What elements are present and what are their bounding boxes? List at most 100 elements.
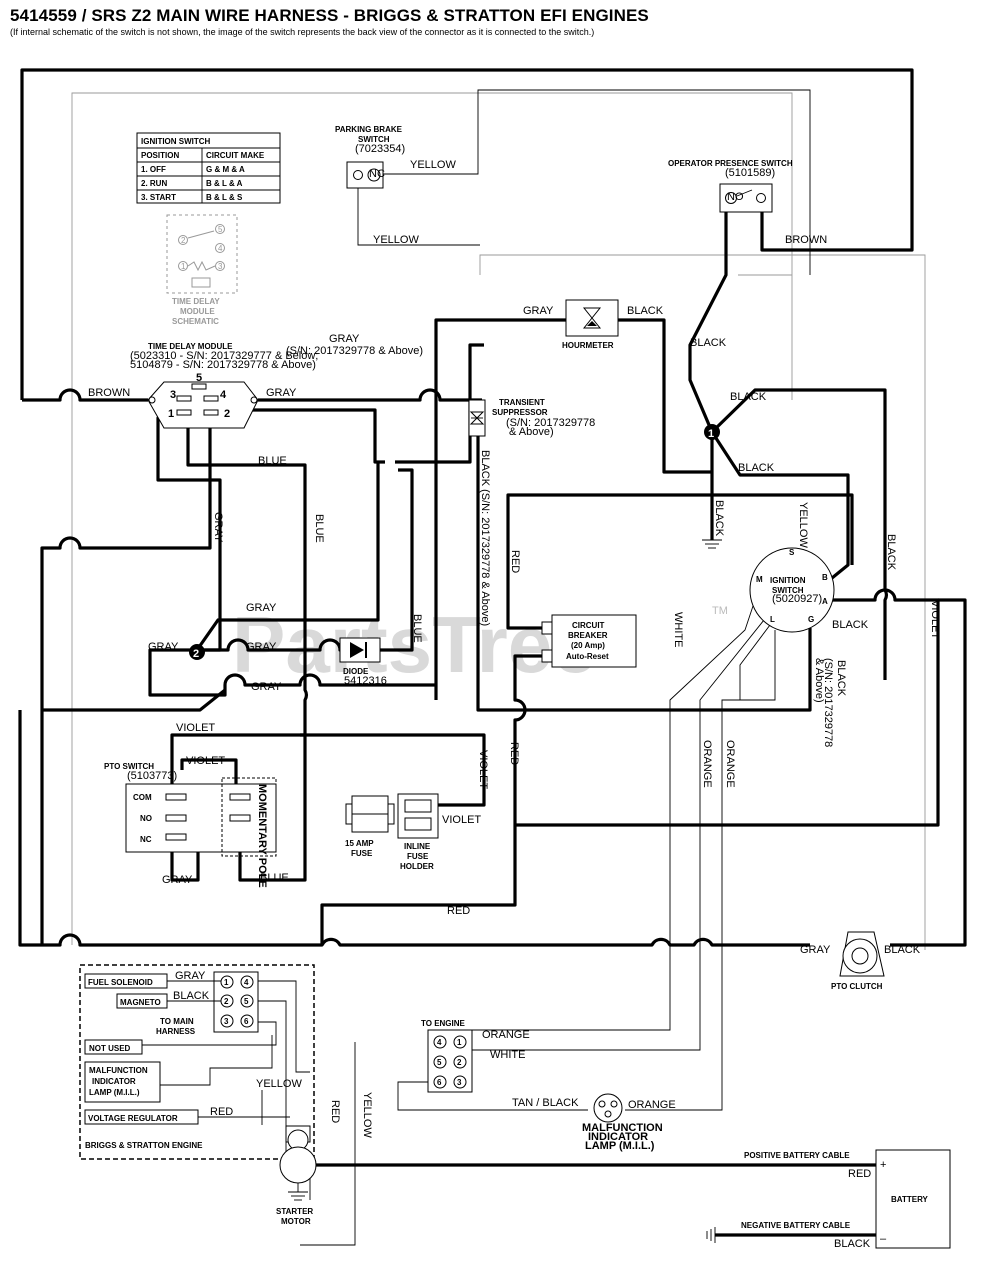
pto-nc: NC [140,835,152,844]
wire-label-gray-eng: GRAY [175,970,206,982]
tdm-pin-4-label: 4 [220,389,227,401]
ignition-terminal-l: L [770,615,775,624]
ignition-terminal-s: S [789,548,795,557]
to-engine-pin-5: 5 [437,1058,442,1067]
circuit-breaker: CIRCUIT BREAKER (20 Amp) Auto-Reset [541,614,637,668]
ignition-terminal-a: A [822,597,828,606]
engine-pin-3: 3 [224,1017,229,1026]
hourmeter-label: HOURMETER [562,341,614,350]
wire-label-gray-sn: (S/N: 2017329778 & Above) [286,345,423,357]
mil-label1: MALFUNCTION [89,1066,148,1075]
fuse-holder1: INLINE [404,842,431,851]
wire-label-black-g2: BLACK [835,660,847,697]
ignition-terminal-m: M [756,575,763,584]
wire-label-blue-pto: BLUE [260,872,289,884]
magneto-label: MAGNETO [120,998,161,1007]
wire-label-brown-op: BROWN [785,234,827,246]
wire-label-gray-tdm: GRAY [266,387,297,399]
battery: + – BATTERY POSITIVE BATTERY CABLE NEGAT… [706,1149,951,1249]
to-main-label1: TO MAIN [160,1017,194,1026]
wire-label-blue3: BLUE [411,614,423,643]
fuse-amp2: FUSE [351,849,373,858]
fuse-holder3: HOLDER [400,862,434,871]
wire-label-black-x1: BLACK [730,391,767,403]
engine-pin-6: 6 [244,1017,249,1026]
page-title: 5414559 / SRS Z2 MAIN WIRE HARNESS - BRI… [10,6,649,25]
mil-lamp: MALFUNCTION INDICATOR LAMP (M.I.L.) [582,1093,663,1152]
wire-label-yellow-pb: YELLOW [410,159,456,171]
ignition-switch-line2: SWITCH [772,586,804,595]
battery-label: BATTERY [891,1195,929,1204]
to-engine-pin-4: 4 [437,1038,442,1047]
watermark-tm: TM [712,605,728,617]
tdm-part1: (5023310 - S/N: 2017329777 & Below; [130,350,318,362]
to-engine-pin-2: 2 [457,1058,462,1067]
parking-brake-label2: SWITCH [358,135,390,144]
wire-label-black-op: BLACK [690,337,727,349]
wire-label-yellow-pb2: YELLOW [373,234,419,246]
wire-label-violet-pto2: VIOLET [186,755,225,767]
ignition-switch-part: (5020927) [772,593,822,605]
wire-label-orange2: ORANGE [724,740,736,788]
tdm-pin-2-label: 2 [224,408,230,420]
page-subtitle: (If internal schematic of the switch is … [10,27,595,37]
tdm-pin-1-label: 1 [168,408,174,420]
to-engine-connector: 4 1 5 2 6 3 TO ENGINE [421,1019,473,1093]
ignition-terminal-g: G [808,615,814,624]
positive-cable-label: POSITIVE BATTERY CABLE [744,1151,850,1160]
wire-label-black-g: BLACK [832,619,869,631]
ignition-table-row-off-circuit: G & M & A [206,165,245,174]
watermark: PartsTree [232,600,597,689]
engine-pin-2: 2 [224,997,229,1006]
tdm-label: TIME DELAY MODULE [148,342,233,351]
pto-com: COM [133,793,152,802]
breaker-line1: CIRCUIT [572,621,605,630]
wire-label-yellow-eng: YELLOW [256,1078,302,1090]
time-delay-module: 5 3 4 1 2 TIME DELAY MODULE (5023310 - S… [130,342,318,429]
tdm-pin-2: 2 [181,236,186,245]
wire-label-gray-clutch: GRAY [800,944,831,956]
splice-nodes: 1 2 [189,424,720,660]
wire-label-black-g-sn2: & Above) [813,658,825,703]
wire-label-gray-s2c: GRAY [246,641,277,653]
fuse-holder2: FUSE [407,852,429,861]
thin-wires [142,89,811,1246]
mil-lamp-line3: LAMP (M.I.L.) [585,1140,655,1152]
tdm-pin-5-label: 5 [196,372,202,384]
wire-label-gray-top: GRAY [329,333,360,345]
tdm-schematic: 2 5 4 1 3 TIME DELAY MODULE SCHEMATIC [166,214,238,326]
wire-labels: YELLOW YELLOW BROWN BROWN GRAY GRAY (S/N… [88,159,941,1250]
wire-label-black-gnd: BLACK [713,500,725,537]
fuse-amp1: 15 AMP [345,839,374,848]
ignition-table-row-run-circuit: B & L & A [206,179,243,188]
negative-cable-label: NEGATIVE BATTERY CABLE [741,1221,851,1230]
wire-label-red-vr: RED [210,1106,233,1118]
ignition-table-col-position: POSITION [141,151,179,160]
transient-suppressor: TRANSIENT SUPPRESSOR (S/N: 2017329778 & … [468,398,595,438]
wire-label-red-batt: RED [848,1168,871,1180]
operator-presence-label: OPERATOR PRESENCE SWITCH [668,159,793,168]
ignition-table-row-off: 1. OFF [141,165,166,174]
pto-no: NO [140,814,152,823]
to-engine-label: TO ENGINE [421,1019,466,1028]
ignition-terminal-b: B [822,573,828,582]
tdm-part2: 5104879 - S/N: 2017329778 & Above) [130,359,316,371]
engine-box-footer: BRIGGS & STRATTON ENGINE [85,1141,203,1150]
engine-box: 1 4 2 5 3 6 FUEL SOLENOID MAGNETO TO MAI… [79,964,315,1160]
ignition-table-row-start-circuit: B & L & S [206,193,243,202]
operator-presence-part: (5101589) [725,167,775,179]
fuse: 15 AMP FUSE INLINE FUSE HOLDER [345,793,439,871]
wire-label-blue2: BLUE [313,514,325,543]
to-engine-pin-6: 6 [437,1078,442,1087]
breaker-line2: BREAKER [568,631,608,640]
tdm-pin-4: 4 [218,244,223,253]
starter-line2: MOTOR [281,1217,311,1226]
suppressor-part1: (S/N: 2017329778 [506,417,595,429]
wire-label-blue1: BLUE [258,455,287,467]
ignition-table-row-start: 3. START [141,193,176,202]
starter-motor: STARTER MOTOR [276,1125,317,1226]
diode-part: 5412316 [344,675,387,687]
ignition-table-heading: IGNITION SWITCH [141,137,211,146]
ignition-switch: IGNITION SWITCH (5020927) S M B A L G [749,547,835,633]
wire-label-black-g-sn: (S/N: 2017329778 [822,658,834,747]
